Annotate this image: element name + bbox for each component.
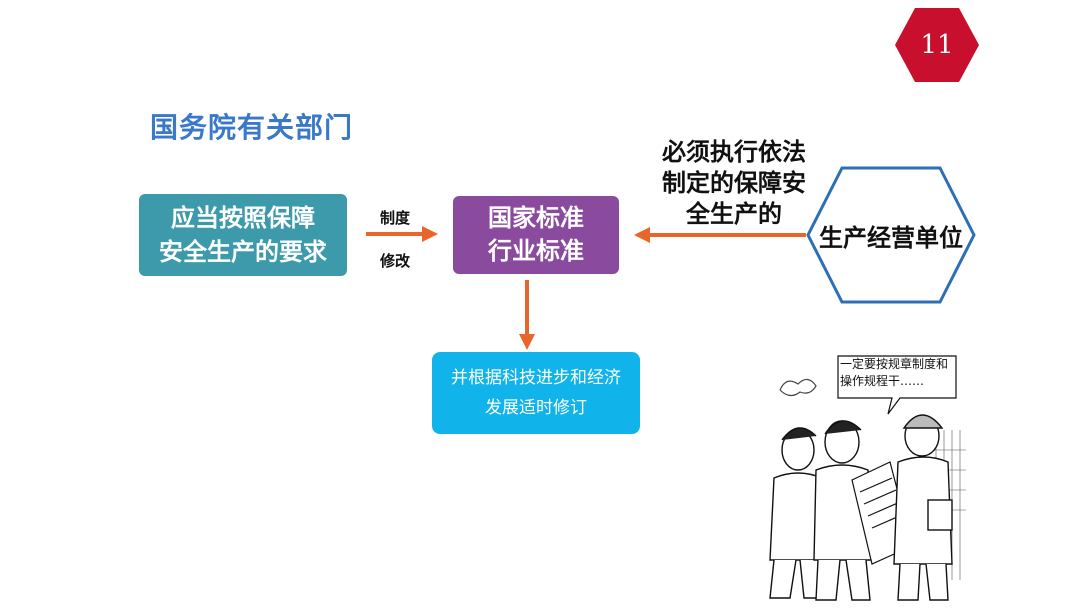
edge-label-revise: 修改 xyxy=(380,252,411,270)
revision-box: 并根据科技进步和经济 发展适时修订 xyxy=(432,352,640,434)
page-title: 国务院有关部门 xyxy=(150,111,354,144)
edge-label-formulate: 制度 xyxy=(380,209,411,227)
standards-line-2: 行业标准 xyxy=(488,237,584,265)
arrow-standards-to-revision xyxy=(519,280,535,350)
obligation-line-2: 制定的保障安 xyxy=(662,169,806,197)
requirement-line-1: 应当按照保障 xyxy=(171,204,315,232)
obligation-text: 必须执行依法 制定的保障安 全生产的 xyxy=(645,137,823,230)
requirement-box: 应当按照保障 安全生产的要求 xyxy=(139,194,347,276)
arrow-requirement-to-standards xyxy=(366,226,438,242)
revision-line-1: 并根据科技进步和经济 xyxy=(451,368,621,388)
business-unit-label: 生产经营单位 xyxy=(819,224,963,252)
standards-box: 国家标准 行业标准 xyxy=(453,196,619,274)
business-unit-hexagon xyxy=(806,166,976,304)
obligation-line-1: 必须执行依法 xyxy=(662,138,806,166)
cartoon-illustration xyxy=(769,355,966,601)
revision-line-2: 发展适时修订 xyxy=(485,398,587,418)
standards-line-1: 国家标准 xyxy=(488,204,584,232)
page-number: 11 xyxy=(920,30,954,60)
cartoon-speech-text: 一定要按规章制度和操作规程干…… xyxy=(840,357,949,388)
requirement-line-2: 安全生产的要求 xyxy=(159,238,327,266)
obligation-line-3: 全生产的 xyxy=(686,200,782,228)
page-number-badge xyxy=(895,8,979,82)
